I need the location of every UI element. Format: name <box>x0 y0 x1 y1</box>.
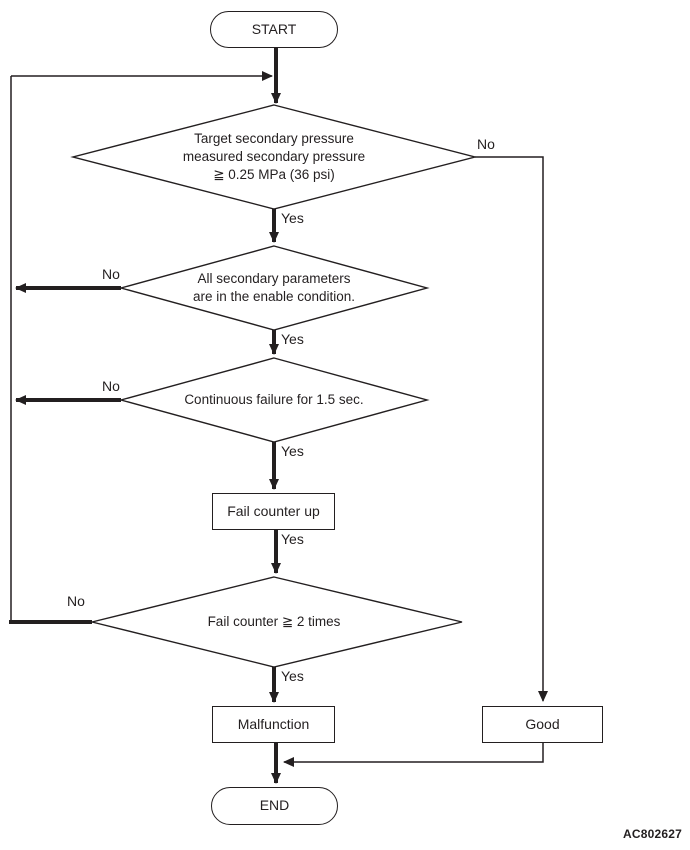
label-continuous-no: No <box>102 378 120 394</box>
decision-parameters-diamond <box>118 245 430 331</box>
decision-parameters-text: All secondary parameters are in the enab… <box>192 271 356 304</box>
edge-good-join-to-end <box>283 743 544 767</box>
label-failcount-yes: Yes <box>281 668 304 684</box>
start-label: START <box>251 20 297 37</box>
end-label: END <box>259 797 290 814</box>
label-parameters-no: No <box>102 266 120 282</box>
process-good-label: Good <box>525 715 560 732</box>
decision-failcount-diamond <box>91 576 463 668</box>
decision-continuous-diamond <box>118 357 430 443</box>
decision-failcount-text: Fail counter ≧ 2 times <box>207 614 341 630</box>
end-terminator: END <box>211 787 338 825</box>
label-parameters-yes: Yes <box>281 331 304 347</box>
label-pressure-yes: Yes <box>281 210 304 226</box>
label-failcounter-yes: Yes <box>281 531 304 547</box>
start-terminator: START <box>210 11 338 48</box>
label-pressure-no: No <box>477 136 495 152</box>
edge-pressure-no-to-good <box>475 156 548 702</box>
decision-continuous-text: Continuous failure for 1.5 sec. <box>184 392 364 408</box>
process-malfunction-label: Malfunction <box>237 715 310 732</box>
label-continuous-yes: Yes <box>281 443 304 459</box>
process-good: Good <box>482 706 603 743</box>
process-fail-counter-label: Fail counter up <box>227 502 320 519</box>
label-failcount-no: No <box>67 593 85 609</box>
process-fail-counter: Fail counter up <box>212 493 335 530</box>
decision-pressure-diamond <box>70 104 478 210</box>
figure-code: AC802627 <box>623 827 682 841</box>
process-malfunction: Malfunction <box>212 706 335 743</box>
decision-pressure-text: Target secondary pressure measured secon… <box>182 131 366 182</box>
